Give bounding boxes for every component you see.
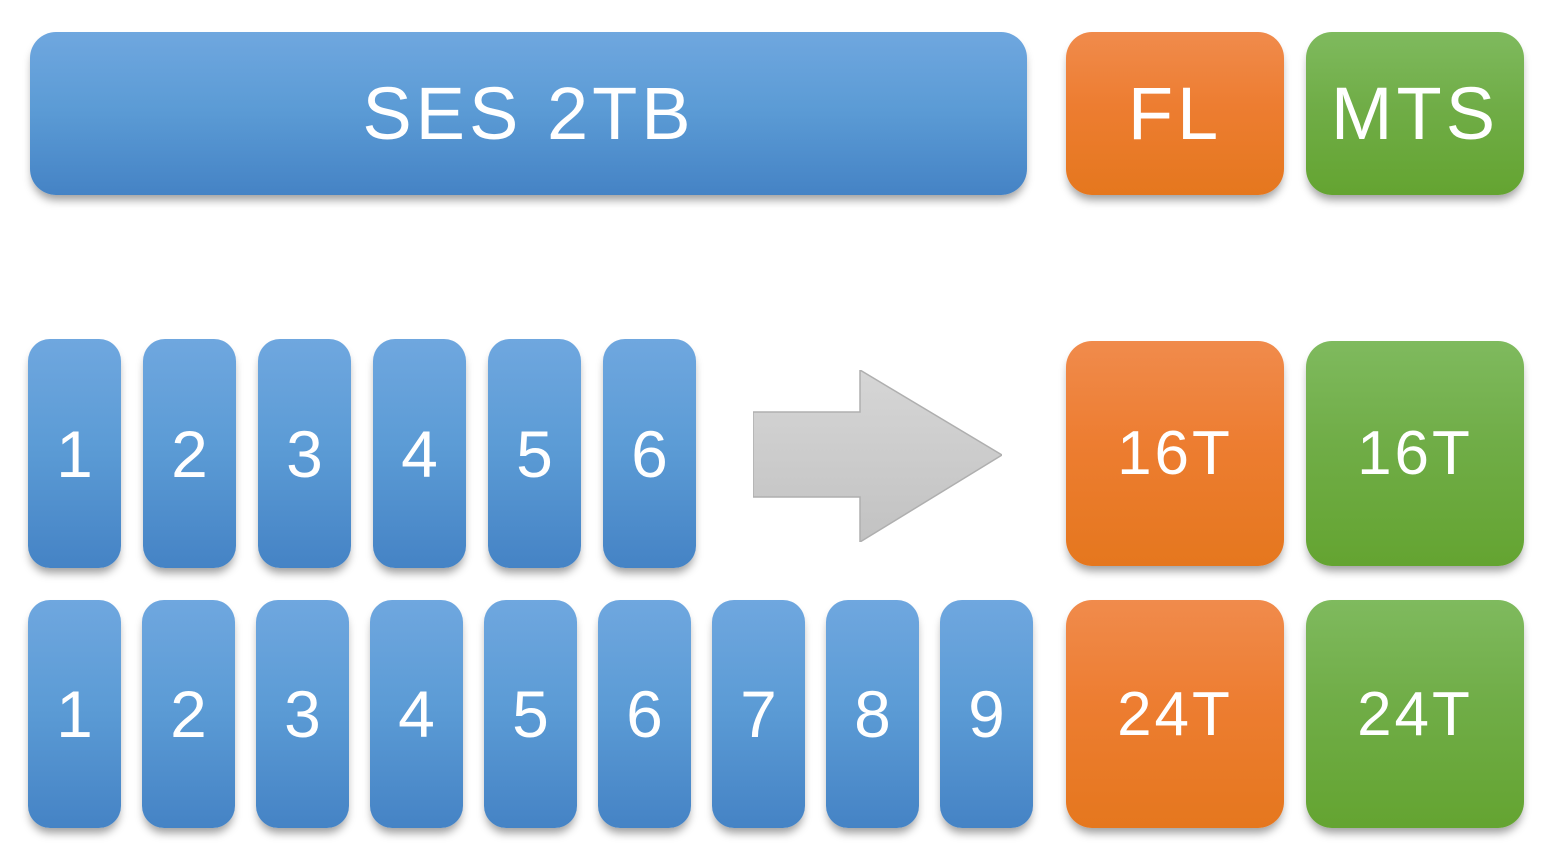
disk-bar: 1 [28, 339, 121, 568]
ses-2tb-box: SES 2TB [30, 32, 1027, 195]
fl-label: FL [1127, 72, 1223, 155]
mts-16t-box: 16T [1306, 341, 1524, 566]
disk-bar: 5 [484, 600, 577, 828]
mts-label: MTS [1330, 72, 1500, 155]
fl-24t-label: 24T [1117, 679, 1233, 749]
disk-bar: 3 [258, 339, 351, 568]
disk-bar: 4 [373, 339, 466, 568]
mts-box: MTS [1306, 32, 1524, 195]
fl-box: FL [1066, 32, 1284, 195]
disk-bar: 3 [256, 600, 349, 828]
mts-16t-label: 16T [1357, 419, 1473, 488]
mts-24t-box: 24T [1306, 600, 1524, 828]
disk-bar: 4 [370, 600, 463, 828]
disk-bar: 1 [28, 600, 121, 828]
disk-bar: 6 [598, 600, 691, 828]
mts-24t-label: 24T [1357, 679, 1473, 749]
disk-bar: 8 [826, 600, 919, 828]
fl-24t-box: 24T [1066, 600, 1284, 828]
right-arrow-icon [753, 370, 1002, 542]
disk-bar: 9 [940, 600, 1033, 828]
disk-bar: 6 [603, 339, 696, 568]
disk-bar: 5 [488, 339, 581, 568]
disk-bar: 2 [142, 600, 235, 828]
disk-bar: 7 [712, 600, 805, 828]
ses-2tb-label: SES 2TB [362, 72, 695, 155]
disk-bar: 2 [143, 339, 236, 568]
fl-16t-box: 16T [1066, 341, 1284, 566]
fl-16t-label: 16T [1117, 419, 1233, 488]
